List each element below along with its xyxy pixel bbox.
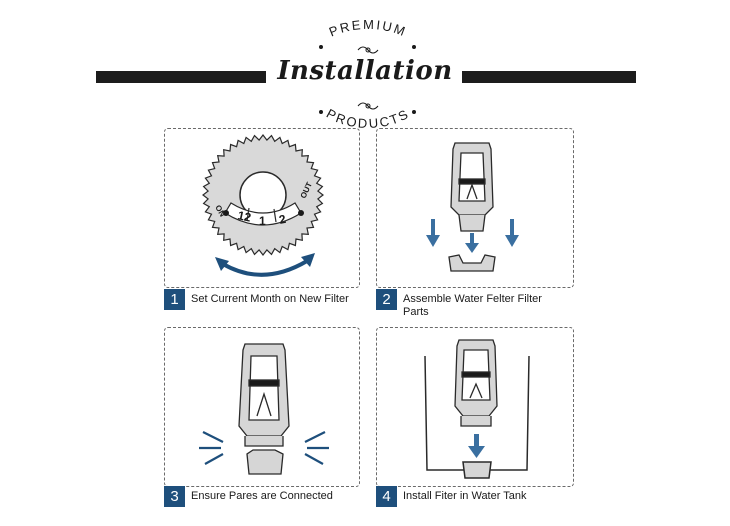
connection-burst-icon <box>199 431 329 465</box>
step-3-text: Ensure Pares are Connected <box>191 490 333 502</box>
step-1-caption: 1 Set Current Month on New Filter <box>164 289 349 310</box>
arc-top-text: PREMIUM <box>327 17 409 40</box>
header-right-bar <box>462 71 636 83</box>
step-1-panel: 12 1 2 ON OUT <box>164 128 360 288</box>
page-title: Installation <box>277 56 453 86</box>
ornament-top-icon <box>319 45 416 54</box>
rotate-arrow-icon <box>215 253 315 277</box>
month-12-label: 12 <box>236 208 252 225</box>
insert-arrow-icon <box>468 434 485 458</box>
gear-dial-icon <box>202 134 324 256</box>
month-1-label: 1 <box>259 214 266 228</box>
step-1-text: Set Current Month on New Filter <box>191 293 349 305</box>
header-left-bar <box>96 71 266 83</box>
step-2-caption: 2 Assemble Water Felter Filter Parts <box>376 289 576 319</box>
step-3-number: 3 <box>164 486 185 507</box>
assembled-filter-icon <box>238 343 290 475</box>
step-4-text: Install Fiter in Water Tank <box>403 490 527 502</box>
install-tank-illustration <box>424 339 530 479</box>
down-arrow-icons <box>426 219 519 253</box>
step-4-panel <box>376 327 574 487</box>
step-1-number: 1 <box>164 289 185 310</box>
filter-base-icon <box>448 254 496 272</box>
step-4-number: 4 <box>376 486 397 507</box>
step-3-caption: 3 Ensure Pares are Connected <box>164 486 333 507</box>
month-dial-illustration: 12 1 2 ON OUT <box>202 134 324 277</box>
water-tank-icon <box>424 355 530 479</box>
header-arcs: PREMIUM PRODUCTS <box>319 17 416 131</box>
assemble-parts-illustration <box>426 142 519 272</box>
step-2-number: 2 <box>376 289 397 310</box>
step-4-caption: 4 Install Fiter in Water Tank <box>376 486 527 507</box>
month-2-label: 2 <box>278 212 288 227</box>
step-2-text: Assemble Water Felter Filter Parts <box>403 293 542 318</box>
step-3-panel <box>164 327 360 487</box>
step-2-panel <box>376 128 574 288</box>
filter-unit-icon <box>454 339 498 427</box>
filter-cartridge-icon <box>450 142 494 232</box>
ensure-connected-illustration <box>199 343 329 475</box>
ornament-bottom-icon <box>319 102 416 114</box>
